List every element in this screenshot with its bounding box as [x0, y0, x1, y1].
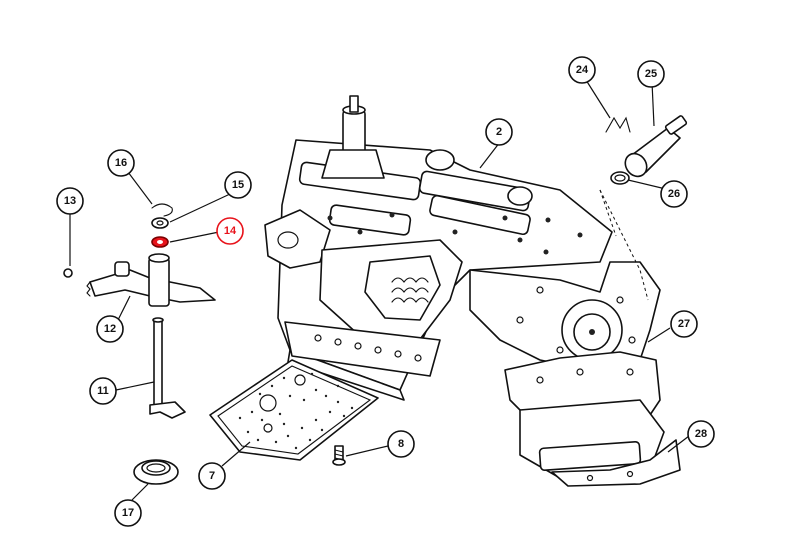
callout-8: 8 — [387, 430, 415, 458]
svg-text:12: 12 — [104, 323, 116, 335]
callout-25: 25 — [637, 60, 665, 88]
check-ball — [63, 268, 73, 278]
svg-text:26: 26 — [668, 188, 680, 200]
svg-text:8: 8 — [398, 438, 404, 450]
svg-text:11: 11 — [97, 385, 109, 397]
callout-11: 11 — [89, 377, 117, 405]
callouts: 24 25 2 16 15 13 14 26 — [56, 56, 715, 527]
callout-15: 15 — [224, 171, 252, 199]
valve-body-assembly — [264, 95, 613, 401]
callout-28: 28 — [687, 420, 715, 448]
callout-27: 27 — [670, 310, 698, 338]
retaining-clip — [605, 116, 631, 133]
svg-text:15: 15 — [232, 179, 244, 191]
svg-text:17: 17 — [122, 507, 134, 519]
svg-text:7: 7 — [209, 470, 215, 482]
svg-text:13: 13 — [64, 195, 76, 207]
solenoid — [624, 115, 688, 178]
callout-14: 14 — [216, 217, 244, 245]
bolt — [332, 445, 346, 466]
svg-text:2: 2 — [496, 126, 502, 138]
accumulator-plate-assembly — [469, 261, 681, 487]
callout-16: 16 — [107, 149, 135, 177]
highlighted-seal — [151, 236, 169, 248]
callout-17: 17 — [114, 499, 142, 527]
callout-24: 24 — [568, 56, 596, 84]
svg-text:25: 25 — [645, 68, 657, 80]
svg-text:27: 27 — [678, 318, 690, 330]
separator-plate — [209, 359, 379, 461]
svg-text:14: 14 — [224, 225, 237, 237]
callout-13: 13 — [56, 187, 84, 215]
manual-shaft — [149, 317, 186, 419]
svg-text:16: 16 — [115, 157, 127, 169]
svg-text:24: 24 — [576, 64, 589, 76]
callout-2: 2 — [485, 118, 513, 146]
center-spring — [391, 277, 429, 303]
callout-12: 12 — [96, 315, 124, 343]
callout-7: 7 — [198, 462, 226, 490]
callout-26: 26 — [660, 180, 688, 208]
shaft-seal — [133, 459, 179, 485]
manual-lever — [86, 253, 216, 307]
svg-text:28: 28 — [695, 428, 707, 440]
e-clip — [151, 203, 173, 217]
